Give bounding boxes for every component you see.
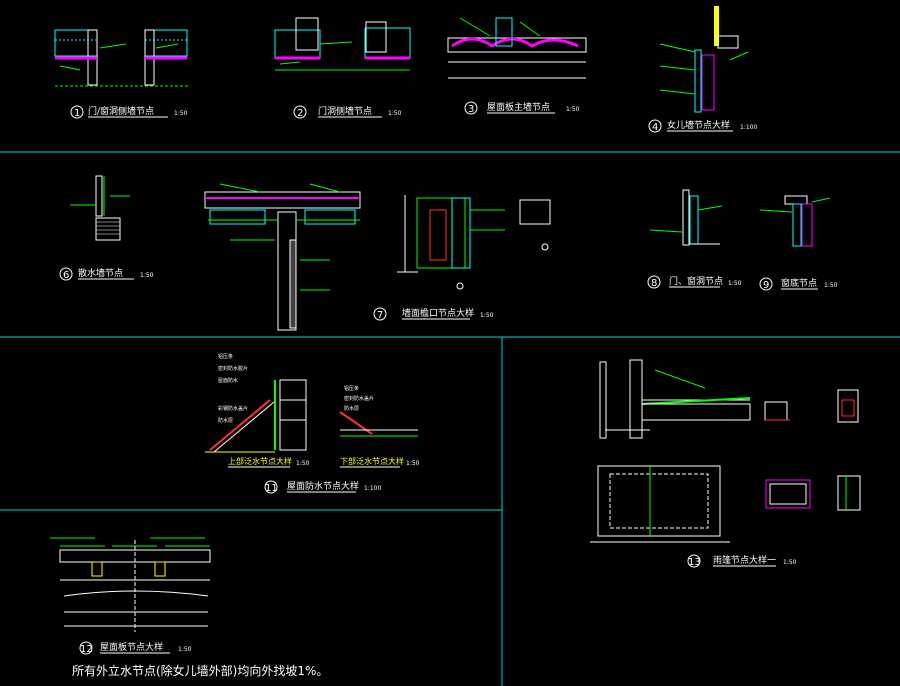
detail-13-label: 13 雨篷节点大样一 1:50 <box>687 554 797 568</box>
detail-7-label: 7 墙面檐口节点大样 1:50 <box>373 307 494 321</box>
detail-6-title: 散水墙节点 <box>78 267 123 279</box>
detail-11-drawing <box>205 379 418 453</box>
detail-1-drawing <box>54 29 190 87</box>
detail-4-label: 4 女儿墙节点大样 1:100 <box>648 119 757 133</box>
detail-8-drawing <box>649 189 723 246</box>
detail-13-title: 雨篷节点大样一 <box>713 554 776 566</box>
detail-11-upper-title: 上部泛水节点大样 <box>228 456 292 466</box>
detail-7-scale: 1:50 <box>480 312 494 319</box>
callout-11-6: 铝压条 <box>344 385 359 392</box>
detail-2-drawing <box>274 17 411 71</box>
detail-12-drawing <box>50 537 211 632</box>
detail-4-title: 女儿墙节点大样 <box>667 119 730 131</box>
callout-11-5: 防水层 <box>218 417 233 424</box>
detail-2-number: 2 <box>297 108 303 119</box>
detail-6-number: 6 <box>63 270 69 281</box>
detail-11-lower-scale: 1:50 <box>406 460 420 467</box>
detail-4-scale: 1:100 <box>740 124 757 131</box>
detail-8-label: 8 门、窗洞节点 1:50 <box>647 275 742 289</box>
detail-7-drawing <box>204 183 551 331</box>
detail-6-scale: 1:50 <box>140 272 154 279</box>
detail-11-upper-scale: 1:50 <box>296 460 310 467</box>
detail-13-scale: 1:50 <box>783 559 797 566</box>
detail-9-title: 窗底节点 <box>781 277 817 289</box>
callout-11-3: 屋面防水 <box>218 377 238 384</box>
detail-12-label: 12 屋面板节点大样 1:50 <box>79 641 192 655</box>
detail-4-number: 4 <box>652 122 658 133</box>
detail-4-drawing <box>659 6 749 113</box>
detail-13-number: 13 <box>688 557 701 568</box>
detail-8-title: 门、窗洞节点 <box>669 275 723 287</box>
detail-11-lower-title: 下部泛水节点大样 <box>340 456 404 466</box>
detail-11-callouts: 铝压条 密封防水胶片 屋面防水 彩钢防水盖片 防水层 铝压条 密封防水盖片 防水… <box>218 353 420 468</box>
callout-11-1: 铝压条 <box>218 353 233 360</box>
detail-7-number: 7 <box>377 310 383 321</box>
detail-2-title: 门洞侧墙节点 <box>318 105 372 117</box>
detail-1-title: 门/窗洞侧墙节点 <box>88 105 154 117</box>
callout-11-4: 彩钢防水盖片 <box>218 405 248 412</box>
detail-12-number: 12 <box>80 644 93 655</box>
footer-note: 所有外立水节点(除女儿墙外部)均向外找坡1%。 <box>72 663 328 678</box>
detail-9-drawing <box>759 195 831 247</box>
detail-3-title: 屋面板主墙节点 <box>487 101 550 113</box>
detail-2-label: 2 门洞侧墙节点 1:50 <box>293 105 402 119</box>
detail-3-label: 3 屋面板主墙节点 1:50 <box>464 101 580 115</box>
detail-11-label: 11 屋面防水节点大样 1:100 <box>264 480 381 494</box>
section-dividers <box>0 151 900 686</box>
detail-13-drawing <box>590 359 861 543</box>
detail-6-drawing <box>70 175 130 241</box>
detail-2-scale: 1:50 <box>388 110 402 117</box>
detail-8-scale: 1:50 <box>728 280 742 287</box>
detail-9-scale: 1:50 <box>824 282 838 289</box>
callout-11-8: 防水层 <box>344 405 359 412</box>
callout-11-7: 密封防水盖片 <box>344 395 374 402</box>
detail-11-number: 11 <box>265 483 278 494</box>
detail-7-title: 墙面檐口节点大样 <box>402 307 474 319</box>
detail-6-label: 6 散水墙节点 1:50 <box>59 267 154 281</box>
detail-3-drawing <box>447 17 587 79</box>
detail-1-label: 1 门/窗洞侧墙节点 1:50 <box>70 105 188 119</box>
detail-1-number: 1 <box>74 108 80 119</box>
detail-9-label: 9 窗底节点 1:50 <box>759 277 838 291</box>
callout-11-2: 密封防水胶片 <box>218 365 248 372</box>
detail-12-scale: 1:50 <box>178 646 192 653</box>
detail-11-title: 屋面防水节点大样 <box>287 480 359 492</box>
detail-8-number: 8 <box>651 278 657 289</box>
detail-12-title: 屋面板节点大样 <box>100 641 163 653</box>
detail-11-scale: 1:100 <box>364 485 381 492</box>
detail-3-number: 3 <box>468 104 474 115</box>
detail-9-number: 9 <box>763 280 769 291</box>
detail-3-scale: 1:50 <box>566 106 580 113</box>
detail-1-scale: 1:50 <box>174 110 188 117</box>
